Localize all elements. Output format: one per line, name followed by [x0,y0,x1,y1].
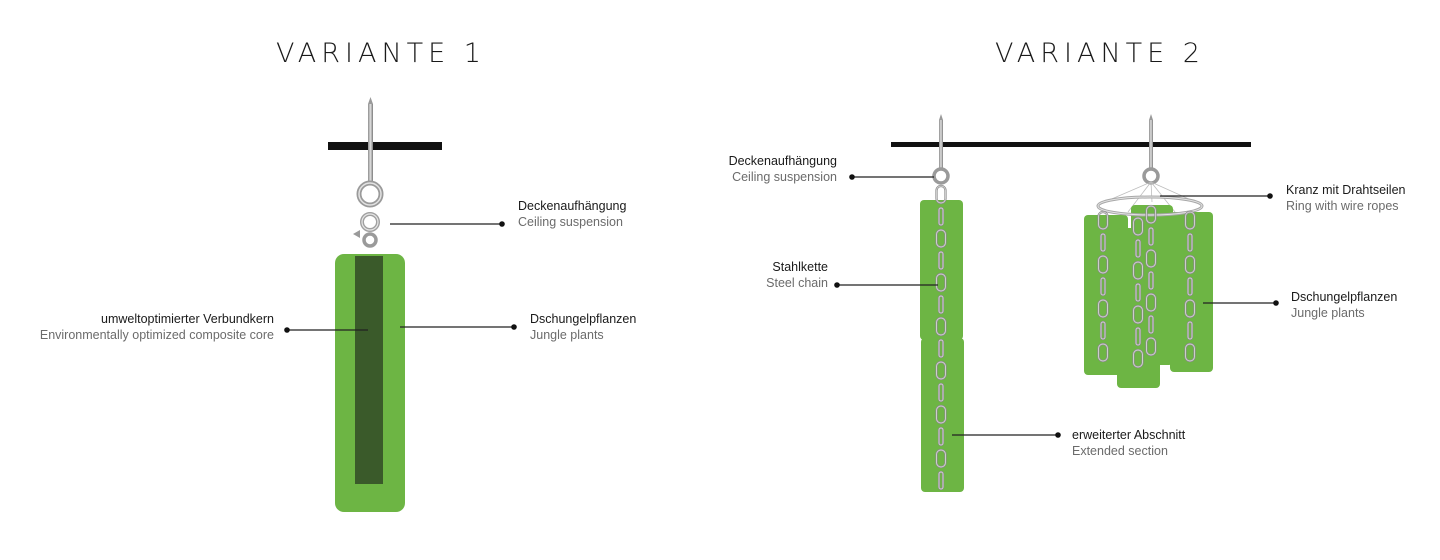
chain-link [938,295,944,314]
label-suspension-de: Deckenaufhängung [518,199,626,213]
chain-link [1100,233,1106,252]
chain-link [1133,261,1143,280]
chain-link [936,361,946,380]
chain-link [938,339,944,358]
label-plants-de: Dschungelpflanzen [530,312,636,326]
chain-link [936,405,946,424]
chain-link [1146,293,1156,312]
variant-1-title: VARIANTE 1 [276,38,486,69]
chain-link [1146,249,1156,268]
label-core-de: umweltoptimierter Verbundkern [101,312,274,326]
chain-link [938,207,944,226]
label-extended-de: erweiterter Abschnitt [1072,428,1186,442]
chain-link [1187,277,1193,296]
label-ring-de: Kranz mit Drahtseilen [1286,183,1406,197]
ceiling-bar [328,142,442,150]
ceiling-screw-right [1142,114,1160,185]
chain-link [936,273,946,292]
steel-chain [935,184,947,491]
chain-link [1146,205,1156,224]
label-suspension-2-en: Ceiling suspension [732,170,837,184]
chain-link [938,251,944,270]
chain-link [936,185,946,204]
chain-link [1098,211,1108,230]
label-chain-en: Steel chain [766,276,828,290]
variant-1: VARIANTE 1 Deckenaufhängung Ceiling susp… [40,38,636,512]
label-suspension-2-de: Deckenaufhängung [729,154,837,168]
composite-core [355,256,383,484]
chain-link [1135,239,1141,258]
ceiling-screw [368,97,373,184]
chain-link [1133,305,1143,324]
chain-link [1098,255,1108,274]
chain-link [1185,299,1195,318]
chain-link [1133,349,1143,368]
cluster-chains [1097,204,1196,369]
chain-link [1187,233,1193,252]
variant-2: VARIANTE 2 [729,38,1406,492]
label-core-en: Environmentally optimized composite core [40,328,274,342]
chain-link [936,449,946,468]
label-plants-en: Jungle plants [530,328,604,342]
chain-link [938,427,944,446]
chain-link [1146,337,1156,356]
chain-link [936,229,946,248]
chain-link [1135,283,1141,302]
label-ring-en: Ring with wire ropes [1286,199,1399,213]
label-extended-en: Extended section [1072,444,1168,458]
shackle [353,212,380,248]
variant-2-title: VARIANTE 2 [995,38,1205,69]
chain-link [1148,271,1154,290]
chain-link [1098,299,1108,318]
chain-link [936,317,946,336]
chain-link [1185,255,1195,274]
ceiling-bar-2 [891,142,1251,147]
label-chain-de: Stahlkette [772,260,828,274]
chain-link [1100,277,1106,296]
chain-link [1187,321,1193,340]
chain-link [1135,327,1141,346]
chain-link [1133,217,1143,236]
label-plants-2-en: Jungle plants [1291,306,1365,320]
chain-link [1148,315,1154,334]
label-suspension-en: Ceiling suspension [518,215,623,229]
chain-link [1098,343,1108,362]
moss-panel-cluster-3 [1117,228,1160,388]
label-plants-2-de: Dschungelpflanzen [1291,290,1397,304]
chain-link [938,471,944,490]
chain-link [1185,211,1195,230]
ceiling-screw-left [932,114,950,185]
chain-link [1185,343,1195,362]
chain-link [1148,227,1154,246]
chain-link [938,383,944,402]
moss-panel-extended [921,338,964,492]
chain-link [1100,321,1106,340]
